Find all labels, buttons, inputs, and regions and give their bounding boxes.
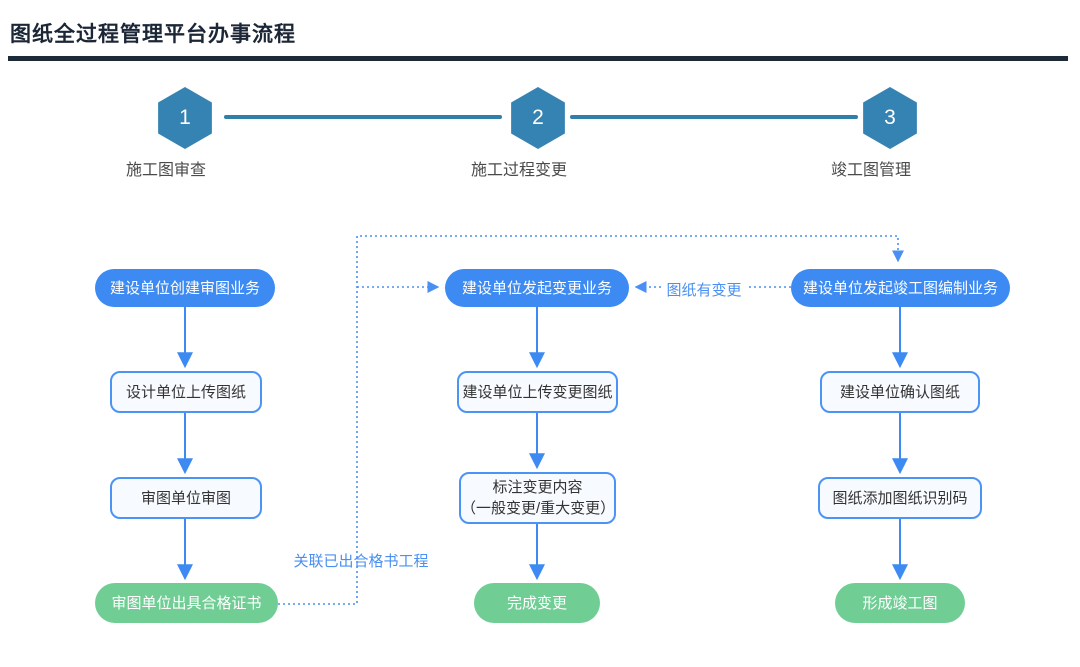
step-connector-line-1 (224, 115, 502, 119)
step-label-construction-review: 施工图审查 (125, 162, 207, 179)
step-label-asbuilt-management: 竣工图管理 (830, 162, 912, 179)
step-label-process-change: 施工过程变更 (470, 162, 568, 179)
flow-node-issue-certificate: 审图单位出具合格证书 (95, 583, 278, 623)
flow-node-add-drawing-id-code: 图纸添加图纸识别码 (818, 477, 982, 519)
step-hexagon-2: 2 (511, 87, 565, 149)
flow-node-designer-upload-drawings: 设计单位上传图纸 (110, 371, 262, 413)
flow-node-initiate-asbuilt-compilation: 建设单位发起竣工图编制业务 (791, 269, 1010, 307)
flow-node-confirm-drawings: 建设单位确认图纸 (820, 371, 980, 413)
flow-node-create-review-business: 建设单位创建审图业务 (95, 269, 275, 307)
page-title: 图纸全过程管理平台办事流程 (10, 23, 296, 46)
step-hexagon-3: 3 (863, 87, 917, 149)
dotted-link-certificate-to-asbuilt (278, 235, 904, 605)
link-label-drawing-changed: 图纸有变更 (661, 279, 747, 300)
flow-node-asbuilt-formed: 形成竣工图 (835, 583, 965, 623)
step-number-1: 1 (179, 106, 191, 129)
flow-node-upload-change-drawings: 建设单位上传变更图纸 (457, 371, 618, 413)
flow-node-change-complete: 完成变更 (474, 583, 600, 623)
title-divider (8, 56, 1068, 61)
flow-node-reviewer-review: 审图单位审图 (110, 477, 262, 519)
flow-node-initiate-change-business: 建设单位发起变更业务 (445, 269, 629, 307)
step-number-3: 3 (884, 106, 896, 129)
step-number-2: 2 (532, 106, 544, 129)
step-connector-line-2 (570, 115, 858, 119)
flow-node-annotate-change-content: 标注变更内容 （一般变更/重大变更） (459, 472, 616, 524)
link-label-certificate-project: 关联已出合格书工程 (293, 553, 429, 570)
